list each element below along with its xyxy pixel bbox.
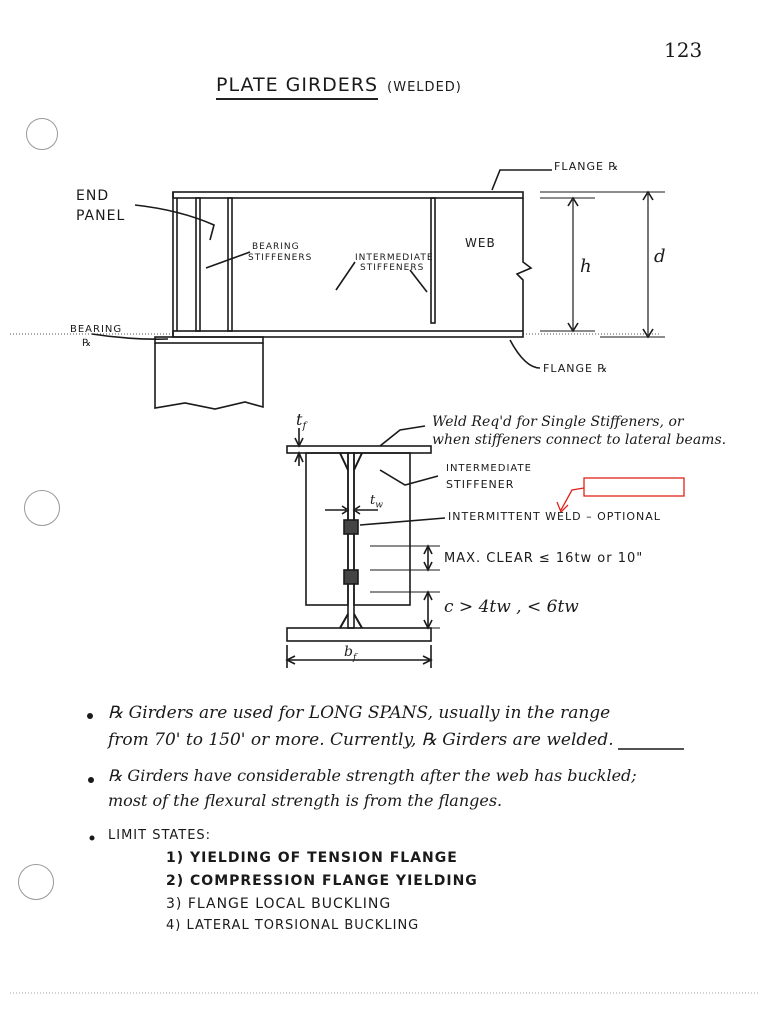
- label-end-panel-1: END: [76, 188, 110, 204]
- section-bottom-flange: [286, 627, 432, 642]
- bearing-plate: [154, 336, 264, 344]
- label-max-clear: MAX. CLEAR ≤ 16tw or 10": [444, 551, 644, 566]
- red-annotation-arrow: [556, 487, 585, 514]
- bullet-2: [88, 777, 94, 783]
- label-end-panel-2: PANEL: [76, 208, 126, 224]
- label-bearing-plate-1: BEARING: [70, 324, 123, 335]
- label-c-range: c > 4tw , < 6tw: [444, 597, 579, 617]
- note-2-line-2: most of the flexural strength is from th…: [108, 791, 503, 810]
- label-intermediate-stiffeners-1: INTERMEDIATE: [355, 253, 434, 263]
- intermediate-stiffener: [430, 197, 436, 324]
- label-bf-main: b: [344, 644, 353, 660]
- binder-hole-bottom: [18, 864, 54, 900]
- label-intermediate-stiffener-1: INTERMEDIATE: [446, 463, 532, 474]
- bullet-3: [89, 835, 95, 841]
- limit-states-label: LIMIT STATES:: [108, 828, 212, 843]
- label-d: d: [654, 246, 666, 267]
- top-flange: [172, 191, 524, 199]
- label-flange-bottom: FLANGE ℞: [543, 362, 609, 375]
- note-1-line-2: from 70' to 150' or more. Currently, ℞ G…: [108, 730, 614, 750]
- limit-state-4: 4) LATERAL TORSIONAL BUCKLING: [166, 918, 420, 933]
- note-2-line-1: ℞ Girders have considerable strength aft…: [108, 766, 637, 785]
- label-bf-sub: f: [352, 652, 357, 663]
- label-tw-main: t: [370, 493, 376, 508]
- label-bf: bf: [344, 644, 356, 663]
- title-main: PLATE GIRDERS: [216, 74, 379, 100]
- label-weld-note-1: Weld Req'd for Single Stiffeners, or: [432, 414, 684, 430]
- limit-state-1: 1) YIELDING OF TENSION FLANGE: [166, 850, 458, 866]
- label-tf: tf: [296, 410, 306, 432]
- label-intermediate-stiffeners-2: STIFFENERS: [360, 263, 425, 273]
- label-weld-note-2: when stiffeners connect to lateral beams…: [432, 432, 727, 448]
- limit-state-2: 2) COMPRESSION FLANGE YIELDING: [166, 873, 478, 889]
- title-sub: (WELDED): [387, 80, 462, 95]
- section-top-flange: [286, 445, 432, 454]
- label-bearing-stiffeners-2: STIFFENERS: [248, 253, 313, 263]
- label-h: h: [580, 256, 592, 277]
- section-web: [347, 452, 355, 629]
- label-tw-sub: w: [375, 500, 383, 511]
- bearing-stiffener-2: [227, 197, 233, 332]
- binder-hole-middle: [24, 490, 60, 526]
- bottom-flange: [172, 330, 524, 338]
- note-1-line-1: ℞ Girders are used for LONG SPANS, usual…: [108, 703, 611, 723]
- page-title: PLATE GIRDERS (WELDED): [216, 74, 462, 100]
- label-intermediate-stiffener-2: STIFFENER: [446, 478, 515, 491]
- label-tw: tw: [370, 493, 383, 511]
- label-tf-sub: f: [302, 421, 307, 433]
- red-annotation-box: [583, 477, 685, 497]
- limit-state-3: 3) FLANGE LOCAL BUCKLING: [166, 896, 392, 912]
- label-web: WEB: [465, 236, 496, 250]
- bearing-stiffener-1: [195, 197, 201, 332]
- label-bearing-stiffeners-1: BEARING: [252, 242, 300, 252]
- bullet-1: [87, 713, 93, 719]
- label-tf-main: t: [296, 410, 303, 429]
- page-number: 123: [664, 38, 703, 62]
- label-flange-top: FLANGE ℞: [554, 160, 620, 173]
- label-intermittent-weld: INTERMITTENT WELD – OPTIONAL: [448, 510, 661, 523]
- label-bearing-plate-2: ℞: [82, 338, 92, 349]
- binder-hole-top: [26, 118, 58, 150]
